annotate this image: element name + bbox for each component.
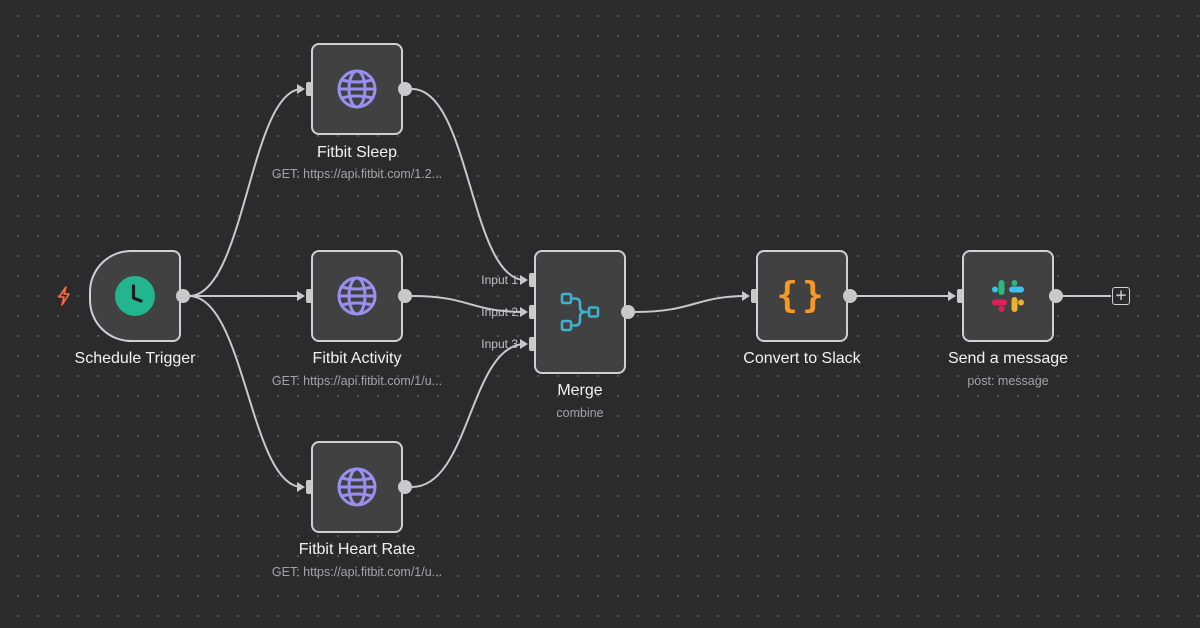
input-handle-convert[interactable] — [751, 289, 759, 303]
node-label-activity: Fitbit Activity — [312, 350, 402, 367]
arrowhead — [520, 307, 528, 317]
connection-trigger-heart[interactable] — [188, 295, 303, 488]
merge-input-label-3: Input 3 — [481, 337, 518, 351]
globe-icon — [335, 465, 379, 509]
merge-input-label-1: Input 1 — [481, 273, 518, 287]
add-node-button[interactable]: + — [1112, 287, 1130, 305]
arrowhead — [297, 482, 305, 492]
node-fitbit-activity[interactable] — [311, 250, 403, 342]
output-handle-schedule[interactable] — [176, 289, 190, 303]
node-label-convert: Convert to Slack — [743, 350, 861, 367]
trigger-bolt-icon — [58, 286, 70, 306]
node-subtitle-activity: GET: https://api.fitbit.com/1/u... — [271, 374, 443, 388]
arrowhead — [948, 291, 956, 301]
node-label-schedule: Schedule Trigger — [74, 350, 196, 367]
node-label-heart: Fitbit Heart Rate — [298, 541, 416, 558]
merge-icon — [558, 290, 602, 334]
output-handle-heart[interactable] — [398, 480, 412, 494]
output-handle-convert[interactable] — [843, 289, 857, 303]
input-handle-sleep[interactable] — [306, 82, 314, 96]
globe-icon — [335, 67, 379, 111]
connection-merge-convert[interactable] — [633, 295, 748, 313]
node-subtitle-merge: combine — [556, 406, 604, 420]
output-handle-sleep[interactable] — [398, 82, 412, 96]
connection-trigger-sleep[interactable] — [188, 88, 303, 297]
merge-input-handle-2[interactable] — [529, 305, 537, 319]
arrowhead — [520, 339, 528, 349]
code-braces-icon: {} — [776, 274, 824, 318]
arrowhead — [742, 291, 750, 301]
output-handle-slack[interactable] — [1049, 289, 1063, 303]
arrowhead — [297, 291, 305, 301]
output-handle-activity[interactable] — [398, 289, 412, 303]
node-label-sleep: Fitbit Sleep — [316, 144, 398, 161]
connection-sleep-merge[interactable] — [411, 88, 526, 281]
merge-input-label-2: Input 2 — [481, 305, 518, 319]
node-label-slack: Send a message — [947, 350, 1069, 367]
node-merge[interactable] — [534, 250, 626, 374]
merge-input-handle-1[interactable] — [529, 273, 537, 287]
node-fitbit-sleep[interactable] — [311, 43, 403, 135]
arrowhead — [297, 84, 305, 94]
connection-heart-merge[interactable] — [411, 343, 526, 488]
merge-input-handle-3[interactable] — [529, 337, 537, 351]
node-label-merge: Merge — [557, 382, 603, 399]
output-handle-merge[interactable] — [621, 305, 635, 319]
node-subtitle-heart: GET: https://api.fitbit.com/1/u... — [271, 565, 443, 579]
input-handle-activity[interactable] — [306, 289, 314, 303]
node-subtitle-sleep: GET: https://api.fitbit.com/1.2... — [271, 167, 443, 181]
arrowhead — [520, 275, 528, 285]
node-subtitle-slack: post: message — [967, 374, 1049, 388]
clock-icon — [113, 274, 157, 318]
connection-activity-merge[interactable] — [411, 295, 526, 313]
globe-icon — [335, 274, 379, 318]
node-convert-to-slack[interactable]: {} — [756, 250, 848, 342]
code-braces-glyph: {} — [776, 275, 828, 316]
node-send-a-message[interactable] — [962, 250, 1054, 342]
input-handle-slack[interactable] — [957, 289, 965, 303]
node-fitbit-heart-rate[interactable] — [311, 441, 403, 533]
slack-icon — [986, 274, 1030, 318]
input-handle-heart[interactable] — [306, 480, 314, 494]
node-schedule-trigger[interactable] — [89, 250, 181, 342]
